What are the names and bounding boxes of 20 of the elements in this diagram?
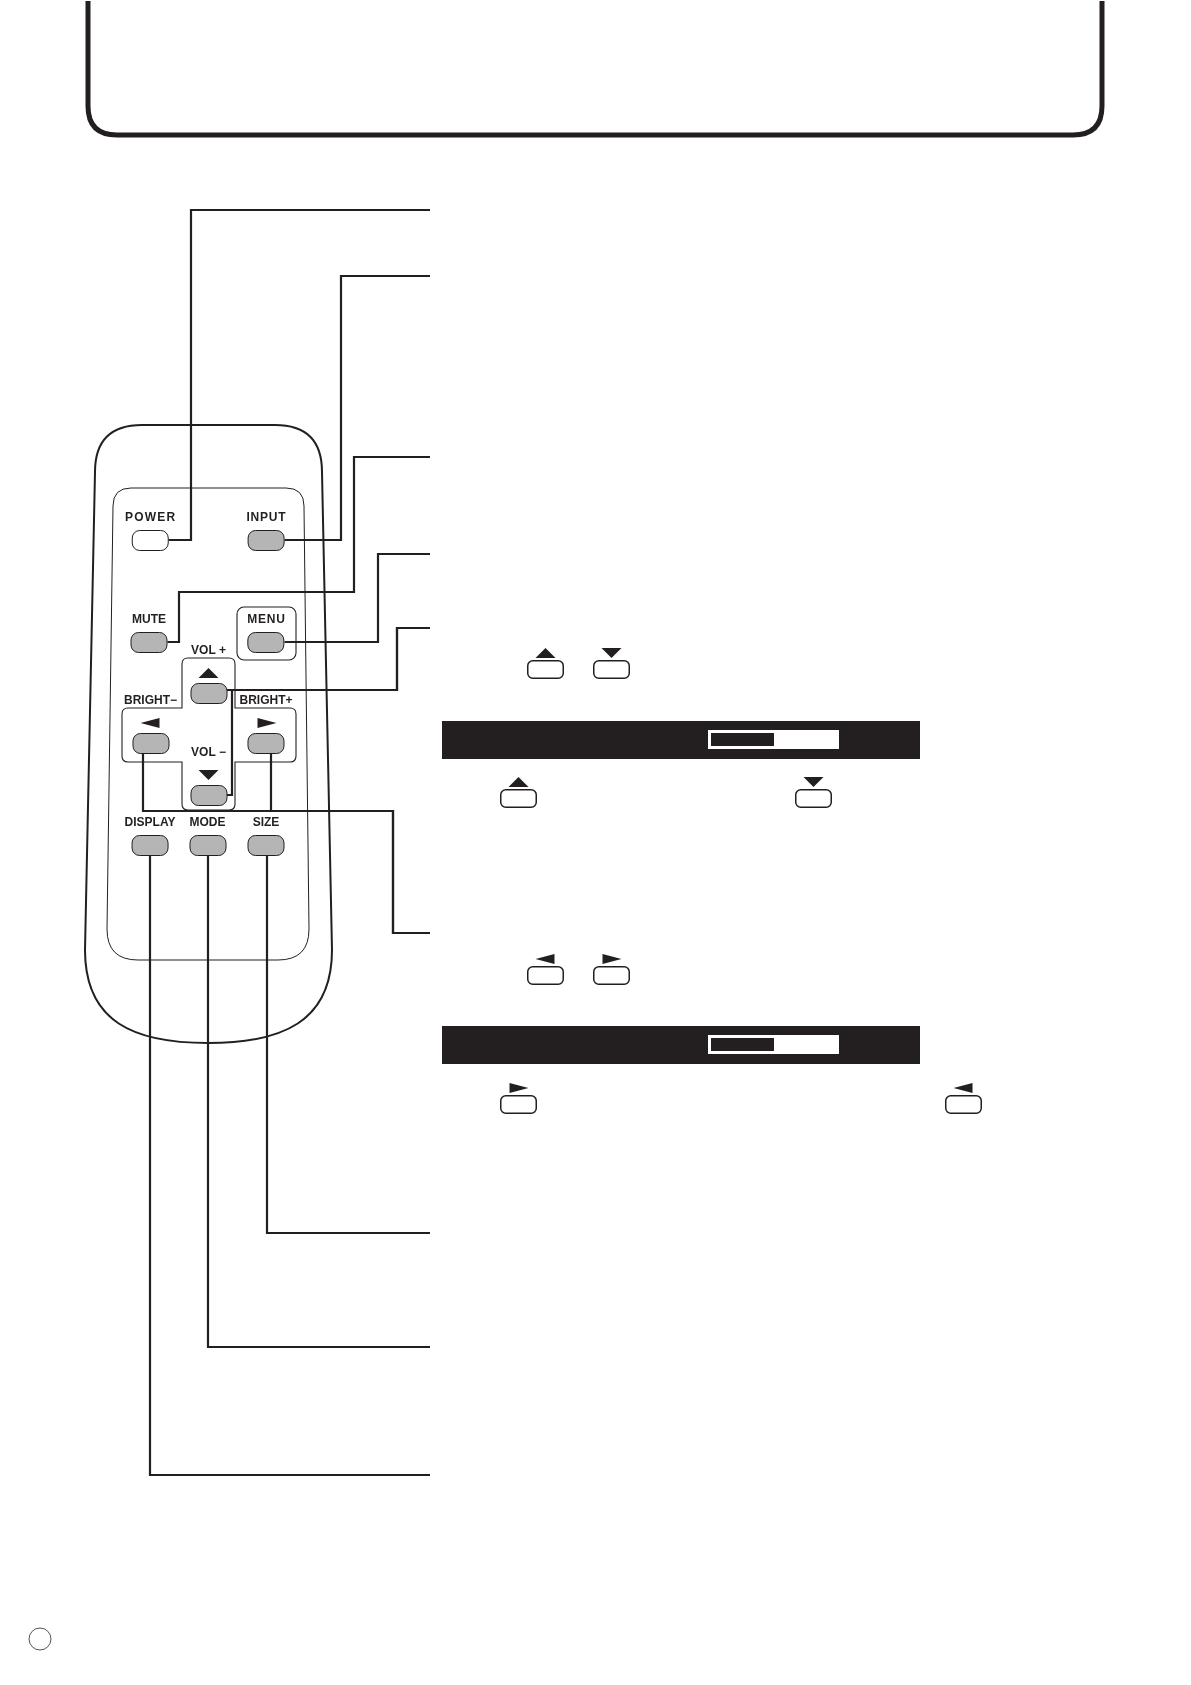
leader-line [265,856,430,1235]
leader-line [284,274,430,542]
button-label: POWER [123,511,177,524]
button-label: MODE [189,816,226,829]
button-label: BRIGHT− [124,694,177,707]
button-label: MENU [246,613,286,626]
leader-line [284,552,430,644]
button-label: DISPLAY [124,816,176,829]
button-label: INPUT [245,511,287,524]
button-label: MUTE [132,613,166,626]
leader-line [167,455,430,644]
leader-line [269,754,430,935]
leader-line [206,856,430,1349]
button-label: SIZE [252,816,280,829]
button-label: BRIGHT+ [239,694,293,707]
leader-line [148,856,430,1477]
button-label: VOL + [191,644,226,657]
leader-line [227,626,430,797]
leader-line [168,208,430,542]
button-label: VOL − [191,746,226,759]
